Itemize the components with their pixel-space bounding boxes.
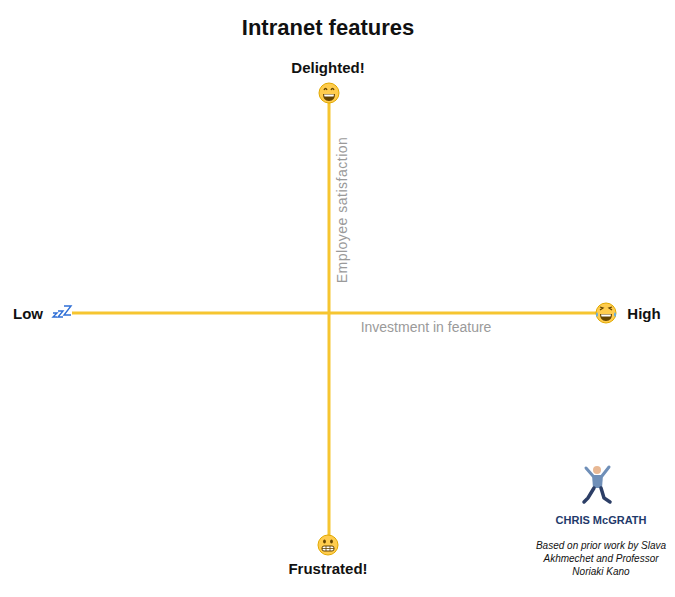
author-figure	[584, 466, 610, 502]
credit-note: Based on prior work by Slava Akhmechet a…	[535, 539, 667, 578]
horizontal-axis	[72, 312, 598, 315]
delighted-emoji	[319, 83, 339, 103]
axis-end-label: Frustrated!	[288, 560, 367, 577]
axis-end-label: Low	[13, 305, 43, 322]
sleep-symbol	[53, 306, 71, 317]
axis-title: Employee satisfaction	[334, 137, 350, 284]
high-emoji	[596, 303, 616, 323]
axis-title: Investment in feature	[361, 319, 492, 335]
axis-end-label: High	[627, 305, 660, 322]
frustrated-emoji	[318, 535, 338, 555]
axis-end-label: Delighted!	[291, 59, 364, 76]
chart-title: Intranet features	[242, 15, 414, 40]
vertical-axis	[328, 100, 331, 538]
author-name: CHRIS McGRATH	[556, 514, 647, 527]
